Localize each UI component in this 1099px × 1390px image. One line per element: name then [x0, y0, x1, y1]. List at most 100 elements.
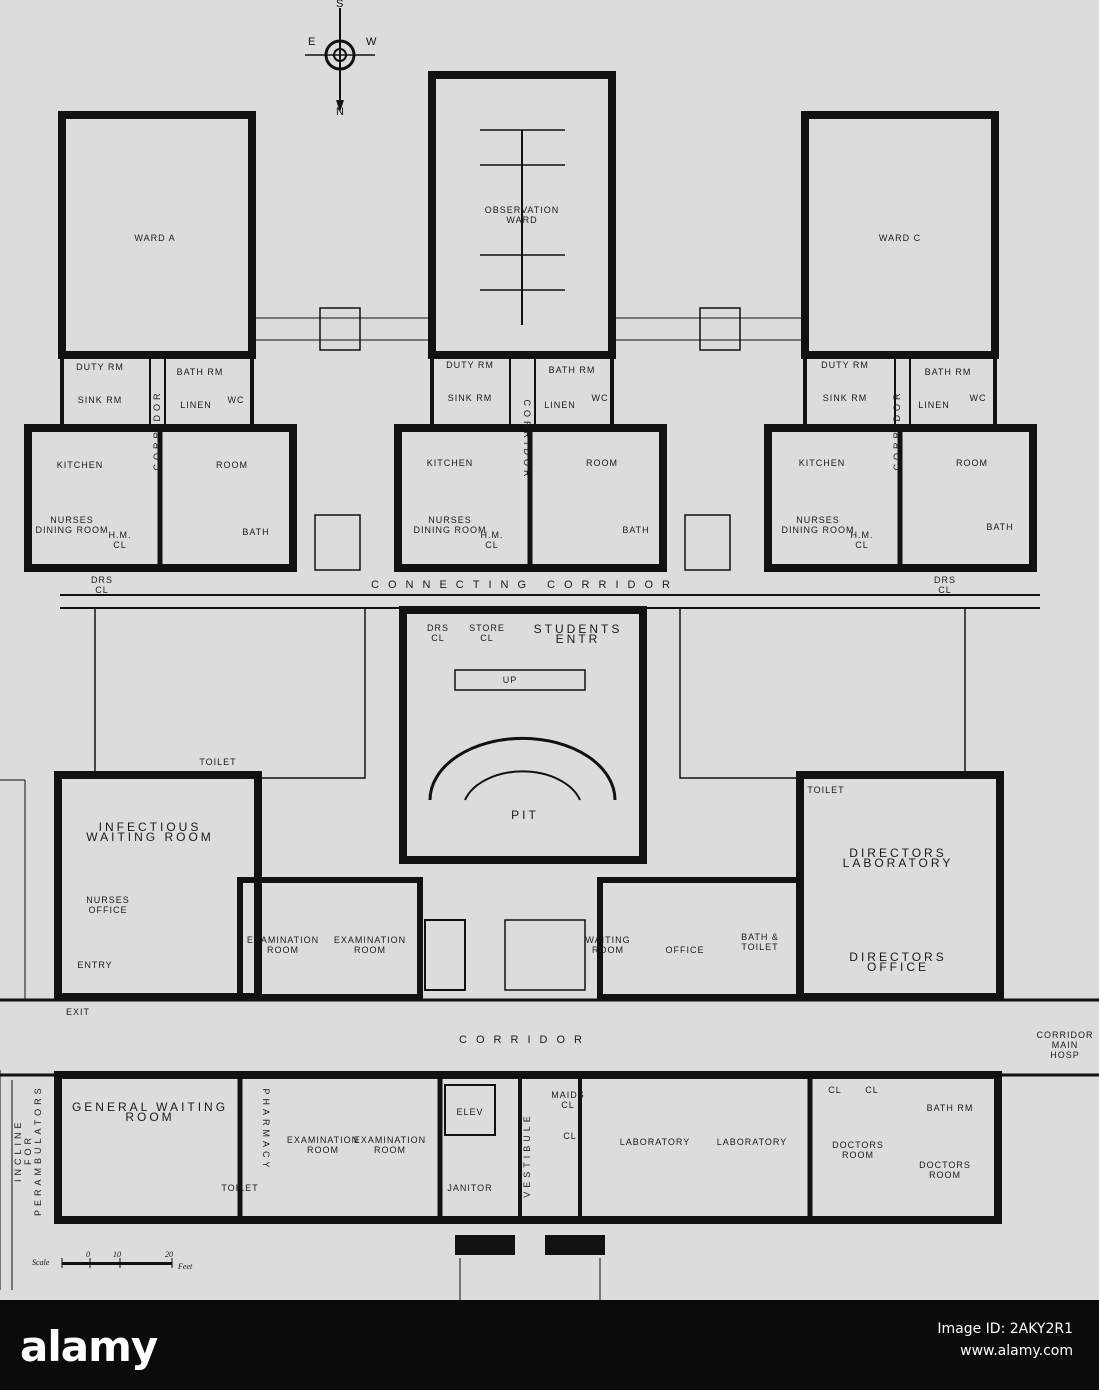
label-waiting-room: Waiting Room — [585, 935, 631, 955]
label-nurses-dining-c: Nurses Dining Room — [781, 515, 855, 535]
label-duty-rm-a: Duty Rm — [76, 362, 124, 372]
label-wc-obs: WC — [591, 393, 609, 403]
label-hm-cl-a: H.M. CL — [108, 530, 132, 550]
label-directors-office: Directors Office — [849, 950, 947, 974]
label-examination-4: Examination Room — [353, 1135, 427, 1155]
label-bath-a: Bath — [242, 527, 270, 537]
label-nurses-dining-obs: Nurses Dining Room — [413, 515, 487, 535]
observation-ward-block — [428, 71, 616, 432]
incline-ramp — [0, 779, 26, 1290]
service-rooms — [24, 424, 1037, 572]
label-incline: Incline for Perambulators — [13, 1084, 43, 1216]
label-cl-1: CL — [828, 1085, 842, 1095]
label-room-obs: Room — [586, 458, 618, 468]
label-corridor: Corridor — [459, 1034, 591, 1046]
label-directors-laboratory: Directors Laboratory — [842, 846, 954, 870]
label-janitor: Janitor — [447, 1183, 493, 1193]
label-hm-cl-obs: H.M. CL — [480, 530, 504, 550]
label-bath-rm-a: Bath Rm — [176, 367, 224, 377]
compass-n: N — [336, 106, 344, 118]
label-store-cl: Store CL — [469, 623, 505, 643]
label-bath-c: Bath — [986, 522, 1014, 532]
image-url: www.alamy.com — [960, 1343, 1073, 1359]
label-drs-cl-center: DRS CL — [426, 623, 450, 643]
label-toilet-right: Toilet — [807, 785, 845, 795]
label-ward-a: Ward A — [134, 233, 176, 243]
front-wing — [54, 771, 1004, 1001]
label-ward-c: Ward C — [878, 233, 922, 243]
label-sink-rm-obs: Sink Rm — [447, 393, 493, 403]
label-pit: Pit — [511, 808, 539, 822]
lecture-pit — [399, 606, 647, 864]
label-cl-vestibule: CL — [563, 1131, 577, 1141]
label-office: Office — [665, 945, 705, 955]
label-elev: Elev — [456, 1107, 484, 1117]
label-cl-2: CL — [865, 1085, 879, 1095]
label-pharmacy: Pharmacy — [261, 1088, 271, 1172]
label-kitchen-obs: Kitchen — [426, 458, 474, 468]
label-bath-rm-c: Bath Rm — [924, 367, 972, 377]
label-wc-a: WC — [227, 395, 245, 405]
compass-s: S — [336, 0, 344, 10]
label-vestibule: Vestibule — [522, 1112, 532, 1198]
label-bath-obs: Bath — [622, 525, 650, 535]
label-nurses-dining-a: Nurses Dining Room — [35, 515, 109, 535]
label-corridor-main-hosp: Corridor Main Hosp — [1036, 1030, 1094, 1060]
scale-tick-0: 0 — [86, 1250, 90, 1259]
bottom-wing — [54, 1071, 1002, 1300]
ward-links — [252, 307, 805, 351]
compass-rose — [305, 8, 375, 112]
alamy-logo: alamy — [20, 1322, 158, 1371]
label-hm-cl-c: H.M. CL — [850, 530, 874, 550]
label-examination-2: Examination Room — [333, 935, 407, 955]
label-infectious-waiting: Infectious Waiting Room — [86, 820, 214, 844]
label-doctors-room-1: Doctors Room — [832, 1140, 884, 1160]
image-id: Image ID: 2AKY2R1 — [937, 1321, 1073, 1337]
label-observation-ward: Observation Ward — [484, 205, 560, 225]
ward-c-block — [801, 111, 999, 432]
label-examination-1: Examination Room — [246, 935, 320, 955]
label-general-waiting: General Waiting Room — [71, 1100, 229, 1124]
label-room-c: Room — [956, 458, 988, 468]
ward-a-block — [58, 111, 256, 432]
label-kitchen-a: Kitchen — [56, 460, 104, 470]
compass-w: W — [366, 36, 377, 48]
label-linen-c: Linen — [918, 400, 950, 410]
label-maids-cl: Maids CL — [551, 1090, 585, 1110]
label-room-a: Room — [216, 460, 248, 470]
label-corridor-c: Corridor — [892, 389, 902, 471]
scale-bar — [61, 1258, 173, 1268]
label-bath-rm-obs: Bath Rm — [548, 365, 596, 375]
label-linen-obs: Linen — [544, 400, 576, 410]
label-drs-cl-left: DRS CL — [90, 575, 114, 595]
label-laboratory-1: Laboratory — [619, 1137, 691, 1147]
label-connecting-corridor: Connecting Corridor — [371, 579, 679, 591]
floor-plan: S N E W Ward A Observation Ward Ward C D… — [0, 0, 1099, 1300]
label-sink-rm-a: Sink Rm — [77, 395, 123, 405]
label-corridor-a: Corridor — [152, 389, 162, 471]
label-nurses-office: Nurses Office — [86, 895, 130, 915]
compass-e: E — [308, 36, 316, 48]
courtyards — [94, 607, 966, 779]
label-entry: Entry — [77, 960, 113, 970]
label-students-entr: Students Entr — [533, 622, 623, 646]
label-wc-c: WC — [969, 393, 987, 403]
label-linen-a: Linen — [180, 400, 212, 410]
label-corridor-obs: Corridor — [522, 399, 532, 481]
watermark-bar — [0, 1300, 1099, 1390]
scale-unit: Feet — [178, 1262, 193, 1271]
label-bath-toilet: Bath & Toilet — [741, 932, 779, 952]
label-toilet-front: Toilet — [221, 1183, 259, 1193]
scale-label: Scale — [32, 1258, 50, 1267]
scale-tick-10: 10 — [113, 1250, 121, 1259]
label-bath-rm-front: Bath Rm — [926, 1103, 974, 1113]
label-drs-cl-right: DRS CL — [933, 575, 957, 595]
label-toilet-left: Toilet — [199, 757, 237, 767]
label-kitchen-c: Kitchen — [798, 458, 846, 468]
label-up: Up — [502, 675, 518, 685]
label-laboratory-2: Laboratory — [716, 1137, 788, 1147]
label-exit: Exit — [65, 1007, 91, 1017]
label-examination-3: Examination Room — [286, 1135, 360, 1155]
image-id-block: Image ID: 2AKY2R1 www.alamy.com — [937, 1318, 1073, 1362]
label-sink-rm-c: Sink Rm — [822, 393, 868, 403]
